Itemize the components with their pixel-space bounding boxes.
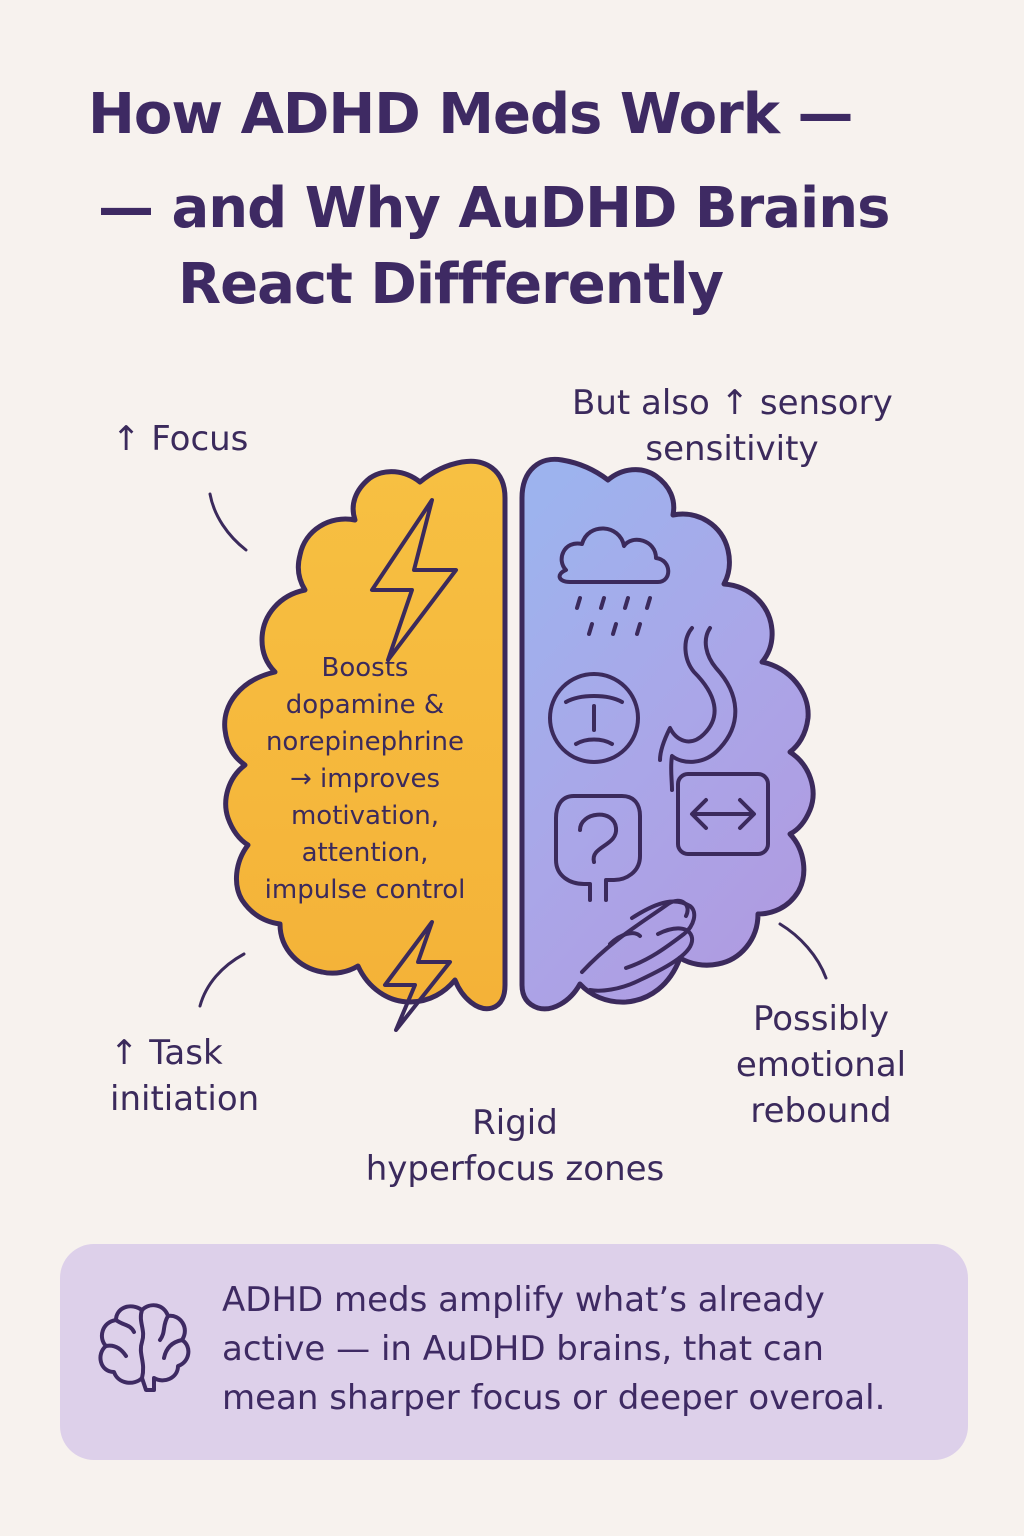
- callout-line-1: ADHD meds amplify what’s already: [222, 1280, 825, 1320]
- stomach-icon: [658, 626, 738, 792]
- left-brain-line: → improves: [289, 764, 441, 794]
- left-brain-description: Boosts dopamine & norepinephrine → impro…: [236, 650, 494, 909]
- label-task-line-2: initiation: [110, 1079, 260, 1119]
- label-task-initiation: ↑ Task initiation: [110, 1030, 259, 1122]
- title-line-2: — and Why AuDHD Brains: [98, 176, 890, 241]
- lightning-bolt-icon: [370, 498, 458, 662]
- leader-line-task: [198, 952, 246, 1008]
- label-focus: ↑ Focus: [112, 419, 249, 459]
- label-rigid-line-2: hyperfocus zones: [365, 1149, 665, 1189]
- summary-callout: ADHD meds amplify what’s already active …: [60, 1244, 968, 1460]
- title-line-3: React Diffferently: [178, 252, 724, 317]
- left-brain-line: motivation,: [290, 801, 440, 831]
- left-brain-line: dopamine &: [285, 690, 445, 720]
- title-line-1: How ADHD Meds Work —: [88, 82, 853, 147]
- label-rebound-line-2: emotional: [735, 1045, 907, 1085]
- label-rebound-line-3: rebound: [750, 1091, 892, 1131]
- label-rigid-hyperfocus: Rigid hyperfocus zones: [355, 1100, 675, 1192]
- lightning-bolt-icon: [383, 920, 452, 1032]
- tense-face-icon: [548, 672, 640, 764]
- callout-line-3: mean sharper focus or deeper overoal.: [222, 1378, 886, 1418]
- intestine-icon: [554, 794, 642, 902]
- label-sensory-line-2: sensitivity: [645, 429, 819, 469]
- callout-line-2: active — in AuDHD brains, that can: [222, 1329, 824, 1369]
- callout-text: ADHD meds amplify what’s already active …: [222, 1276, 952, 1423]
- label-task-line-1: ↑ Task: [110, 1033, 223, 1073]
- label-emotional-rebound: Possibly emotional rebound: [716, 996, 926, 1134]
- left-brain-line: Boosts: [321, 653, 409, 683]
- label-sensory-sensitivity: But also ↑ sensory sensitivity: [572, 380, 893, 472]
- label-sensory-line-1: But also ↑ sensory: [572, 383, 893, 423]
- hand-icon: [580, 898, 697, 993]
- brain-icon: [98, 1303, 191, 1392]
- left-brain-line: impulse control: [264, 875, 466, 905]
- label-rebound-line-1: Possibly: [752, 999, 890, 1039]
- brain-diagram: [198, 456, 828, 1032]
- arrows-box-icon: [676, 772, 770, 856]
- left-brain-line: attention,: [301, 838, 429, 868]
- rain-cloud-icon: [557, 526, 671, 636]
- left-brain-line: norepinephrine: [265, 727, 465, 757]
- leader-line-rebound: [778, 922, 828, 980]
- leader-line-focus: [208, 492, 248, 552]
- label-rigid-line-1: Rigid: [472, 1103, 558, 1143]
